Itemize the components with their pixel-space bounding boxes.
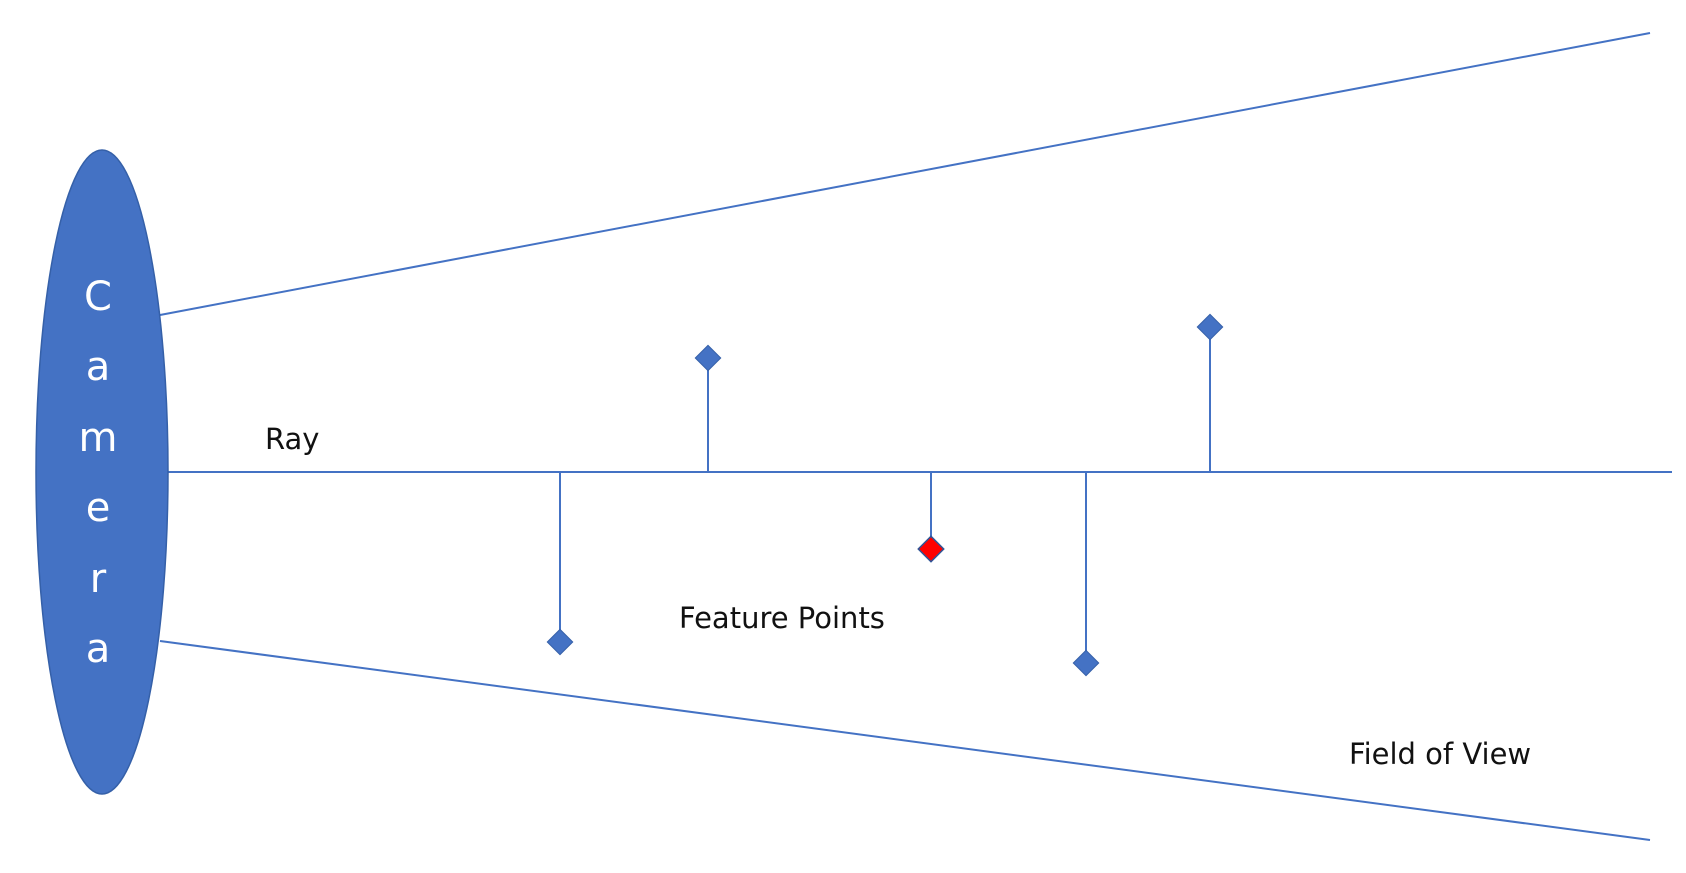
camera-letter-6: a: [86, 626, 111, 672]
ray-label: Ray: [265, 422, 319, 456]
feature-points-label: Feature Points: [679, 601, 885, 635]
feature-point-5: [1196, 313, 1224, 472]
camera-letter-2: a: [86, 344, 111, 390]
camera-letter-5: r: [90, 556, 107, 602]
feature-point-3: [917, 472, 945, 563]
camera: C a m e r a: [35, 149, 169, 795]
feature-point-2: [694, 344, 722, 472]
feature-point-2-marker: [694, 344, 722, 372]
feature-point-3-marker: [917, 535, 945, 563]
feature-point-1-marker: [546, 628, 574, 656]
field-of-view-label: Field of View: [1349, 737, 1531, 771]
camera-letter-1: C: [84, 274, 112, 320]
fov-lower-boundary: [159, 640, 1651, 841]
feature-points: [546, 313, 1224, 677]
feature-point-1: [546, 472, 574, 656]
camera-letter-3: m: [79, 415, 118, 461]
feature-point-4: [1072, 472, 1100, 677]
camera-ellipse: [35, 149, 169, 795]
feature-point-5-marker: [1196, 313, 1224, 341]
fov-upper-boundary: [159, 32, 1651, 316]
feature-point-4-marker: [1072, 649, 1100, 677]
camera-letter-4: e: [86, 485, 111, 531]
